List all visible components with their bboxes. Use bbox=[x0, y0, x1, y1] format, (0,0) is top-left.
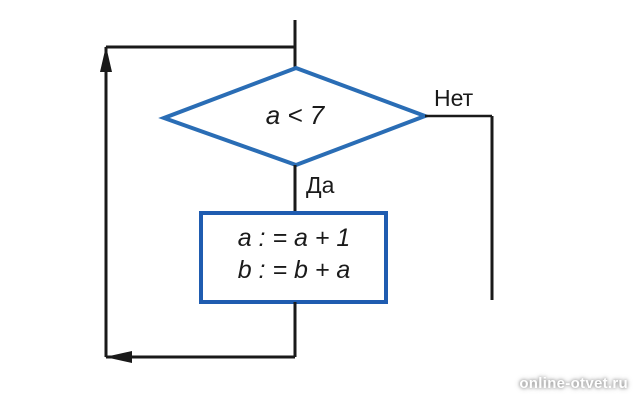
process-text: a : = a + 1 b : = b + a bbox=[201, 222, 387, 286]
arrow-up-icon bbox=[100, 46, 112, 72]
condition-text: a < 7 bbox=[265, 100, 325, 130]
arrow-left-icon bbox=[105, 351, 132, 363]
process-line-2: b : = b + a bbox=[237, 256, 351, 284]
no-label: Нет bbox=[434, 85, 474, 111]
yes-label: Да bbox=[306, 172, 335, 198]
watermark: online-otvet.ru bbox=[519, 375, 628, 392]
process-line-1: a : = a + 1 bbox=[237, 224, 351, 252]
